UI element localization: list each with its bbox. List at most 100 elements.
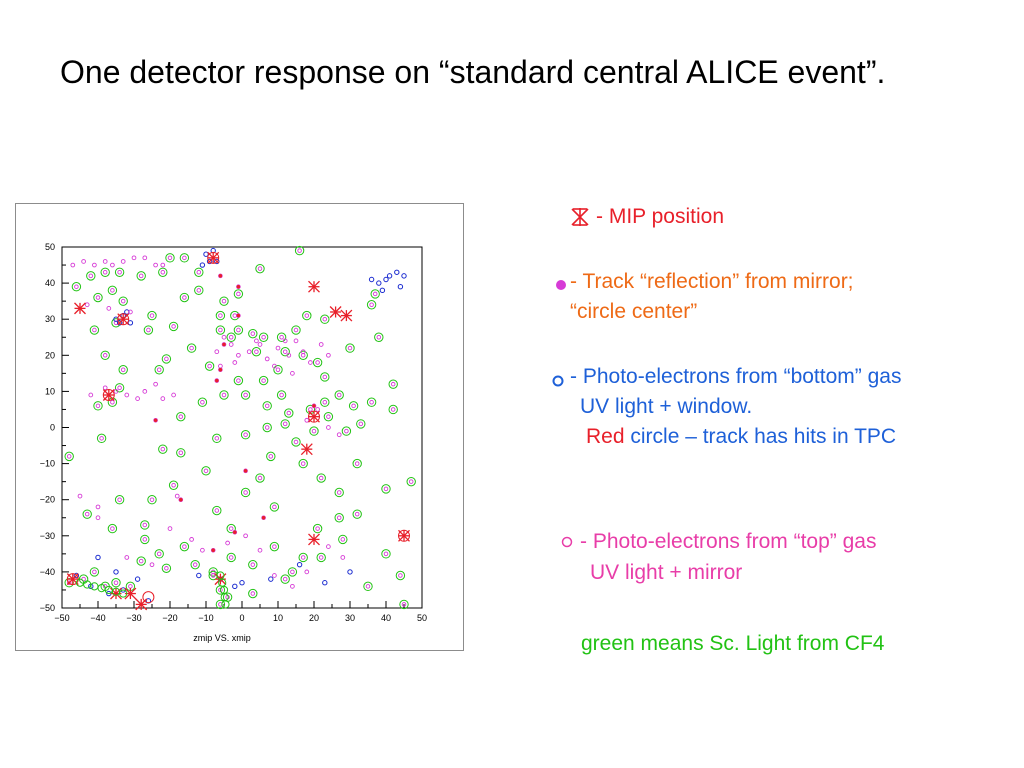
green-ring-point (248, 328, 258, 339)
magenta-ring-point (189, 537, 194, 542)
blue-ring-point (113, 569, 119, 575)
green-ring-point (179, 541, 190, 552)
magenta-core-point (178, 414, 184, 419)
green-ring-point (356, 419, 366, 429)
magenta-ring-point (246, 349, 252, 355)
green-ring-point (158, 267, 168, 277)
green-ring-point (284, 408, 294, 418)
magenta-core-point (236, 291, 241, 297)
magenta-core-point (300, 555, 306, 560)
magenta-ring-point (275, 345, 281, 351)
magenta-ring-point (326, 425, 331, 430)
y-tick-label: −50 (40, 603, 55, 613)
green-ring-point (176, 448, 186, 458)
magenta-core-point (164, 356, 169, 362)
magenta-core-point (196, 288, 202, 293)
green-ring-point (194, 285, 204, 296)
magenta-core-point (279, 334, 284, 340)
green-ring-point (219, 296, 229, 306)
plot-axes-box (61, 246, 423, 609)
magenta-core-point (128, 584, 133, 589)
blue-ring-point (73, 572, 80, 579)
magenta-ring-point (326, 544, 331, 549)
blue-ring-point (296, 561, 303, 568)
green-ring-point (334, 390, 344, 400)
green-ring-point (136, 556, 146, 566)
magenta-core-point (257, 266, 263, 271)
green-ring-point (276, 390, 287, 400)
green-ring-point (341, 426, 352, 436)
x-axis-label: zmip VS. xmip (193, 633, 251, 643)
green-ring-point (298, 350, 308, 361)
magenta-core-point (99, 436, 104, 441)
magenta-core-point (167, 255, 173, 261)
mirror-dot-point (210, 547, 216, 553)
magenta-ring-point (272, 573, 277, 578)
green-ring-point (208, 567, 218, 577)
magenta-ring-point (95, 515, 101, 521)
magenta-core-point (297, 248, 302, 253)
magenta-core-point (88, 273, 94, 279)
blue-ring-point (95, 554, 101, 561)
magenta-ring-point (171, 392, 176, 398)
green-ring-point (294, 245, 305, 256)
magenta-core-point (336, 392, 342, 398)
magenta-ring-point (160, 396, 166, 401)
magenta-ring-point (336, 432, 342, 438)
y-tick-label: 50 (45, 242, 55, 252)
green-ring-point (136, 271, 146, 281)
blue-ring-point (379, 287, 386, 294)
reflection-dot-icon (556, 280, 566, 290)
green-ring-point (240, 390, 251, 400)
y-tick-label: −30 (40, 531, 55, 541)
mirror-dot-point (243, 468, 248, 474)
magenta-core-point (300, 461, 306, 466)
magenta-core-point (110, 288, 115, 293)
green-ring-point (161, 354, 172, 364)
magenta-ring-point (142, 255, 148, 261)
blue-ring-point (368, 276, 375, 283)
magenta-core-point (182, 295, 187, 300)
top-ring-icon (561, 536, 573, 548)
green-ring-point (140, 520, 150, 530)
y-tick-label: 0 (50, 423, 55, 433)
magenta-ring-point (160, 262, 166, 268)
magenta-core-point (228, 334, 234, 340)
magenta-ring-point (84, 302, 90, 308)
magenta-ring-point (315, 407, 320, 412)
green-ring-point (240, 487, 251, 498)
magenta-core-point (138, 273, 144, 279)
y-tick-label: 30 (45, 314, 55, 324)
green-ring-point (312, 357, 323, 368)
magenta-core-point (268, 454, 274, 459)
magenta-core-point (398, 573, 403, 578)
y-tick-label: −10 (40, 459, 55, 469)
green-ring-point (269, 502, 280, 512)
magenta-ring-point (124, 555, 130, 560)
green-ring-point (334, 513, 344, 523)
legend-reflection-line1: - Track “reflection” from mirror; (570, 270, 854, 293)
green-ring-point (96, 433, 107, 444)
magenta-core-point (113, 580, 119, 585)
green-ring-point (154, 365, 164, 375)
magenta-core-point (383, 486, 389, 492)
magenta-core-point (196, 270, 202, 275)
green-ring-point (212, 505, 222, 516)
green-ring-point (248, 559, 258, 570)
green-ring-point (399, 599, 409, 610)
magenta-core-point (200, 399, 205, 405)
green-ring-point (107, 285, 118, 296)
magenta-core-point (146, 327, 151, 333)
magenta-ring-point (113, 389, 119, 394)
magenta-core-point (203, 468, 209, 474)
magenta-core-point (318, 555, 324, 560)
magenta-core-point (138, 558, 144, 564)
magenta-ring-point (135, 396, 140, 401)
magenta-ring-point (308, 360, 313, 365)
legend-reflection-line2: “circle center” (570, 300, 698, 323)
magenta-core-point (390, 407, 396, 412)
green-ring-point (114, 495, 125, 505)
magenta-ring-point (326, 352, 331, 358)
blue-ring-point (203, 251, 209, 257)
green-ring-point (226, 552, 236, 563)
